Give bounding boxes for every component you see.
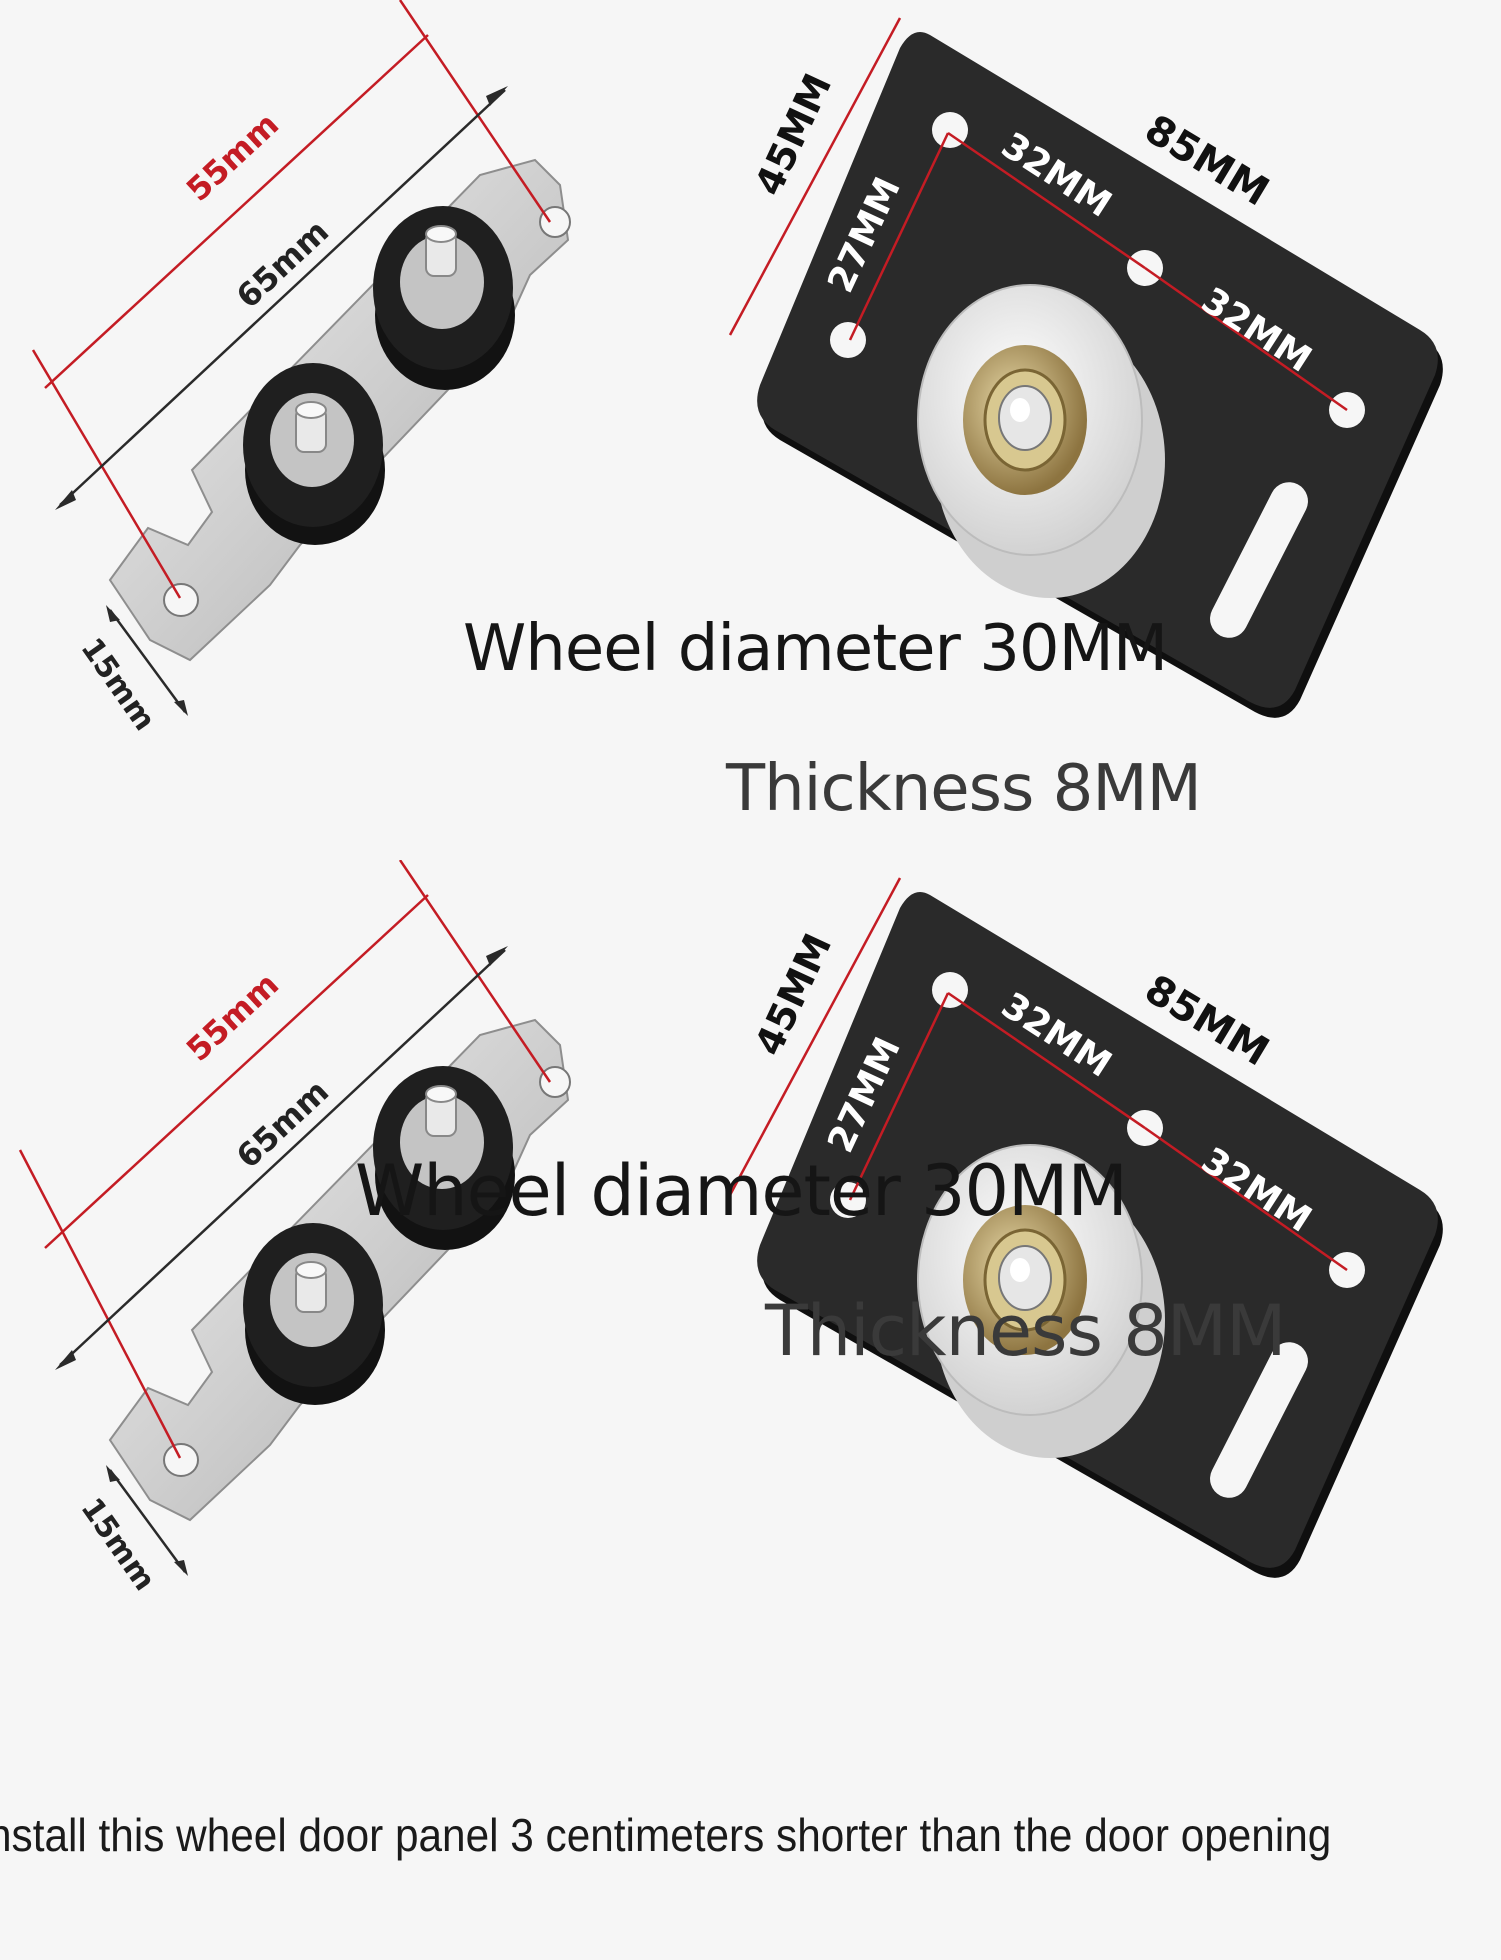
overall-length-label: 55mm — [179, 105, 286, 209]
product-panel-bottom: 55mm 65mm 15mm 27MM 32MM — [0, 860, 1501, 1730]
mounting-plate: 27MM 32MM 32MM 85MM — [757, 31, 1443, 718]
double-roller-bracket — [108, 1018, 571, 1522]
plate-height-label: 45MM — [746, 67, 840, 202]
mounting-plate: 27MM 32MM 32MM 85MM — [757, 891, 1443, 1578]
roller-wheel — [373, 1066, 515, 1250]
pulley-wheel — [917, 1144, 1165, 1458]
width-label: 15mm — [74, 1492, 162, 1597]
thickness-caption: Thickness 8MM — [765, 1290, 1287, 1372]
installation-note: nstall this wheel door panel 3 centimete… — [0, 1809, 1332, 1861]
product-panel-top: 55mm 65mm 15mm 27 — [0, 0, 1501, 870]
wheel-diameter-caption: Wheel diameter 30MM — [463, 612, 1168, 686]
roller-wheel — [243, 1223, 385, 1405]
double-roller-bracket — [108, 158, 571, 662]
wheel-diameter-caption: Wheel diameter 30MM — [355, 1150, 1128, 1232]
thickness-caption: Thickness 8MM — [726, 752, 1202, 826]
product-illustration-top: 55mm 65mm 15mm 27 — [31, 0, 1443, 737]
plate-height-label: 45MM — [746, 927, 840, 1062]
pulley-wheel — [917, 284, 1165, 598]
width-label: 15mm — [74, 632, 162, 737]
overall-length-label: 55mm — [179, 965, 286, 1069]
roller-wheel — [373, 206, 515, 390]
roller-wheel — [243, 363, 385, 545]
product-illustration-bottom: 55mm 65mm 15mm 27MM 32MM — [18, 860, 1443, 1597]
